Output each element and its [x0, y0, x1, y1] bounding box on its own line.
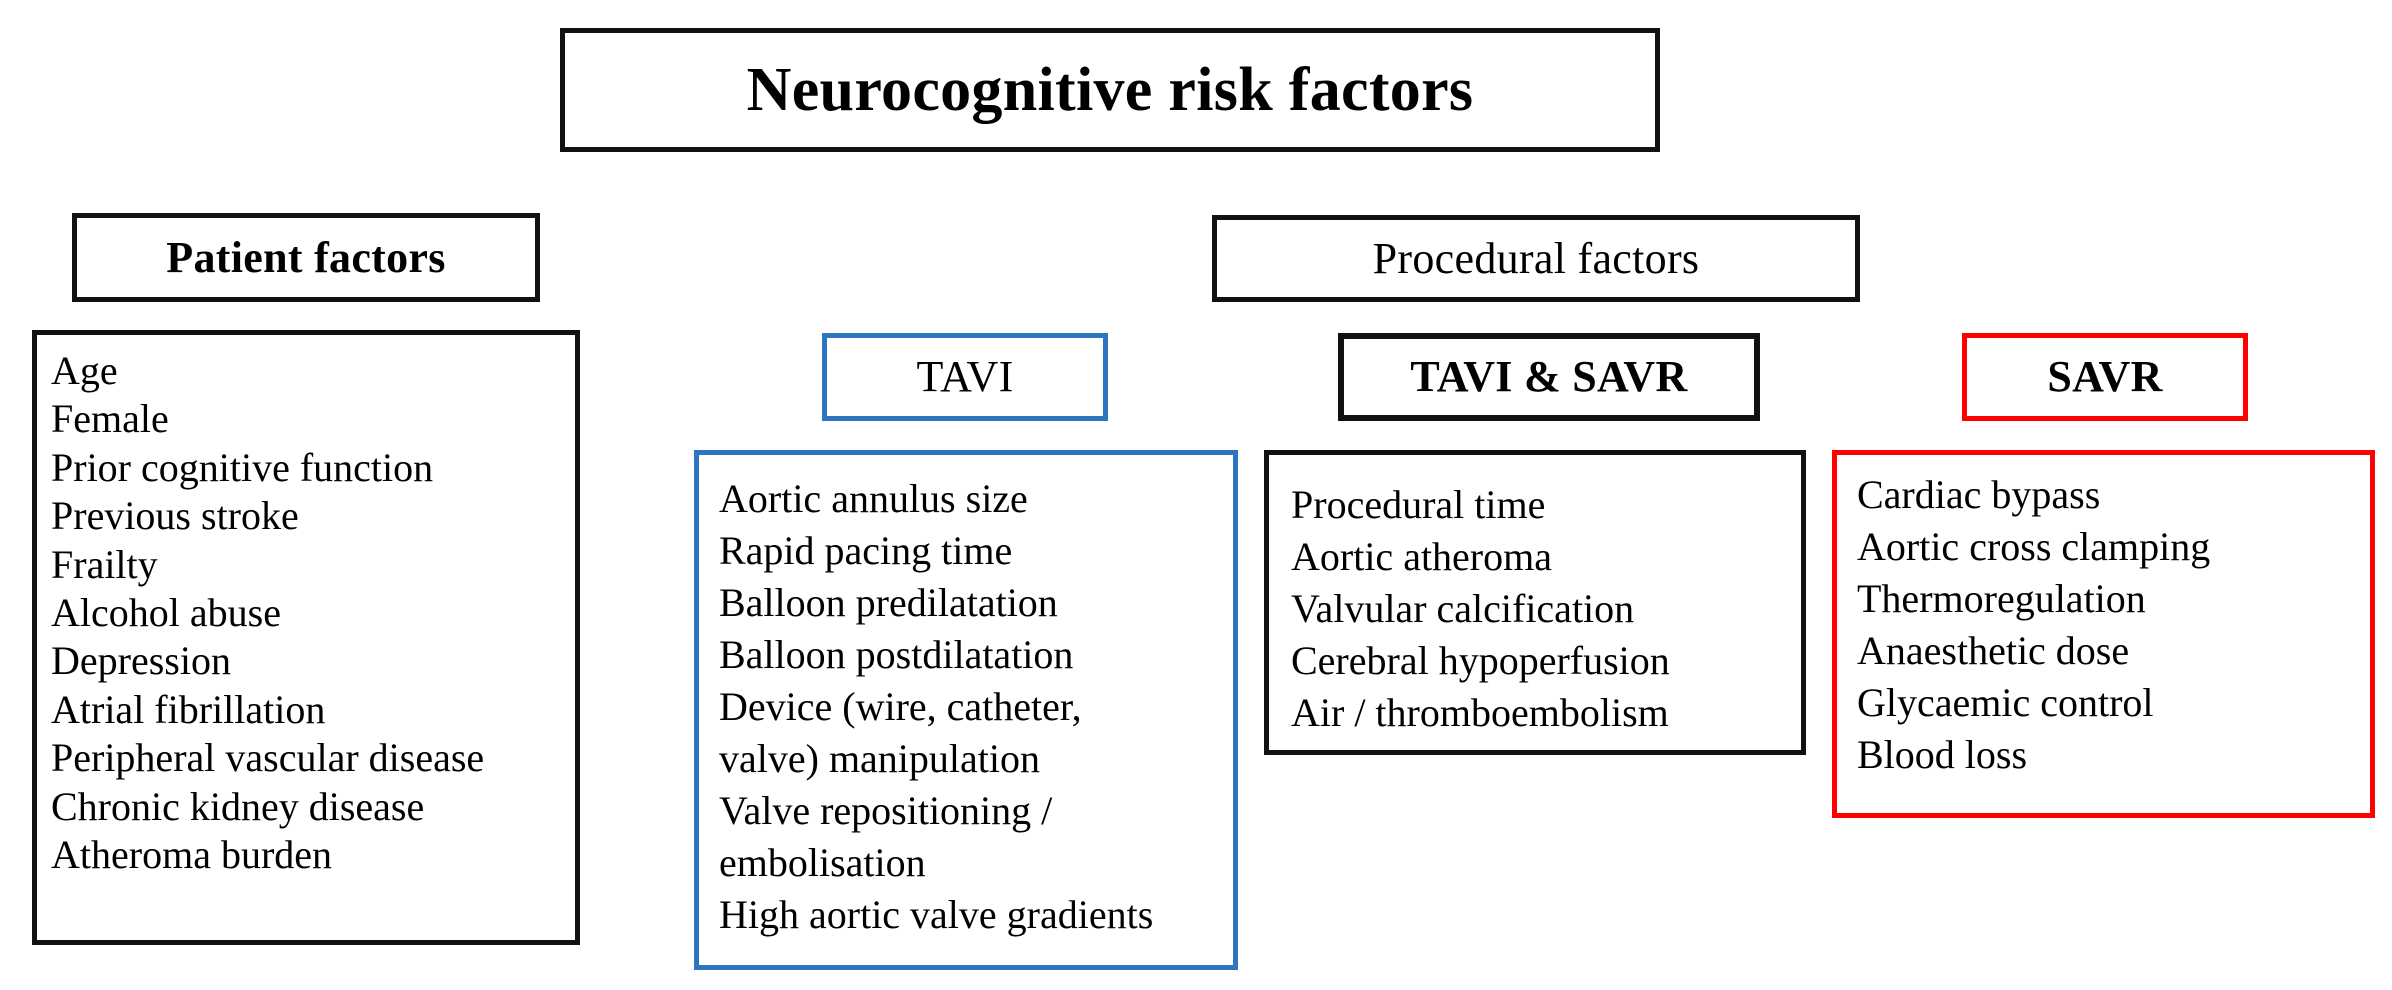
tavi-list-box: Aortic annulus size Rapid pacing time Ba… — [694, 450, 1238, 970]
list-item: Rapid pacing time — [719, 528, 1013, 573]
list-item: valve) manipulation — [719, 736, 1041, 781]
tavi-header-label: TAVI — [916, 352, 1014, 401]
list-item: Aortic atheroma — [1291, 534, 1552, 579]
procedural-factors-header-box: Procedural factors — [1212, 215, 1860, 302]
tavi-and-savr-list-box: Procedural time Aortic atheroma Valvular… — [1264, 450, 1806, 755]
patient-factors-list-box: Age Female Prior cognitive function Prev… — [32, 330, 580, 945]
list-item: Depression — [51, 638, 231, 684]
list-item: Atrial fibrillation — [51, 686, 326, 732]
patient-factors-header-box: Patient factors — [72, 213, 540, 302]
list-item: embolisation — [719, 840, 926, 885]
savr-header-box: SAVR — [1962, 333, 2248, 421]
savr-list-box: Cardiac bypass Aortic cross clamping The… — [1832, 450, 2375, 818]
diagram-title-box: Neurocognitive risk factors — [560, 28, 1660, 152]
procedural-factors-header-label: Procedural factors — [1372, 233, 1700, 283]
list-item: Chronic kidney disease — [51, 783, 425, 829]
list-item: Frailty — [51, 541, 158, 587]
list-item: Valve repositioning / — [719, 788, 1053, 833]
list-item: Female — [51, 396, 169, 442]
list-item: Alcohol abuse — [51, 589, 281, 635]
list-item: Valvular calcification — [1291, 586, 1635, 631]
tavi-and-savr-header-label: TAVI & SAVR — [1410, 352, 1688, 401]
list-item: Device (wire, catheter, — [719, 684, 1082, 729]
tavi-and-savr-header-box: TAVI & SAVR — [1338, 333, 1760, 421]
list-item: Prior cognitive function — [51, 444, 434, 490]
list-item: Aortic annulus size — [719, 476, 1028, 521]
patient-factors-header-label: Patient factors — [166, 232, 446, 282]
list-item: Previous stroke — [51, 493, 299, 539]
list-item: Age — [51, 348, 118, 393]
savr-header-label: SAVR — [2047, 352, 2163, 401]
list-item: High aortic valve gradients — [719, 892, 1154, 937]
list-item: Atheroma burden — [51, 831, 333, 877]
list-item: Balloon postdilatation — [719, 632, 1074, 677]
list-item: Aortic cross clamping — [1857, 524, 2211, 569]
list-item: Air / thromboembolism — [1291, 690, 1669, 735]
list-item: Cerebral hypoperfusion — [1291, 638, 1670, 683]
list-item: Anaesthetic dose — [1857, 628, 2130, 673]
list-item: Procedural time — [1291, 482, 1546, 527]
list-item: Balloon predilatation — [719, 580, 1058, 625]
list-item: Glycaemic control — [1857, 680, 2154, 725]
tavi-header-box: TAVI — [822, 333, 1108, 421]
list-item: Thermoregulation — [1857, 576, 2146, 621]
list-item: Peripheral vascular disease — [51, 735, 485, 781]
list-item: Cardiac bypass — [1857, 472, 2101, 517]
list-item: Blood loss — [1857, 732, 2028, 777]
diagram-title: Neurocognitive risk factors — [746, 56, 1474, 124]
